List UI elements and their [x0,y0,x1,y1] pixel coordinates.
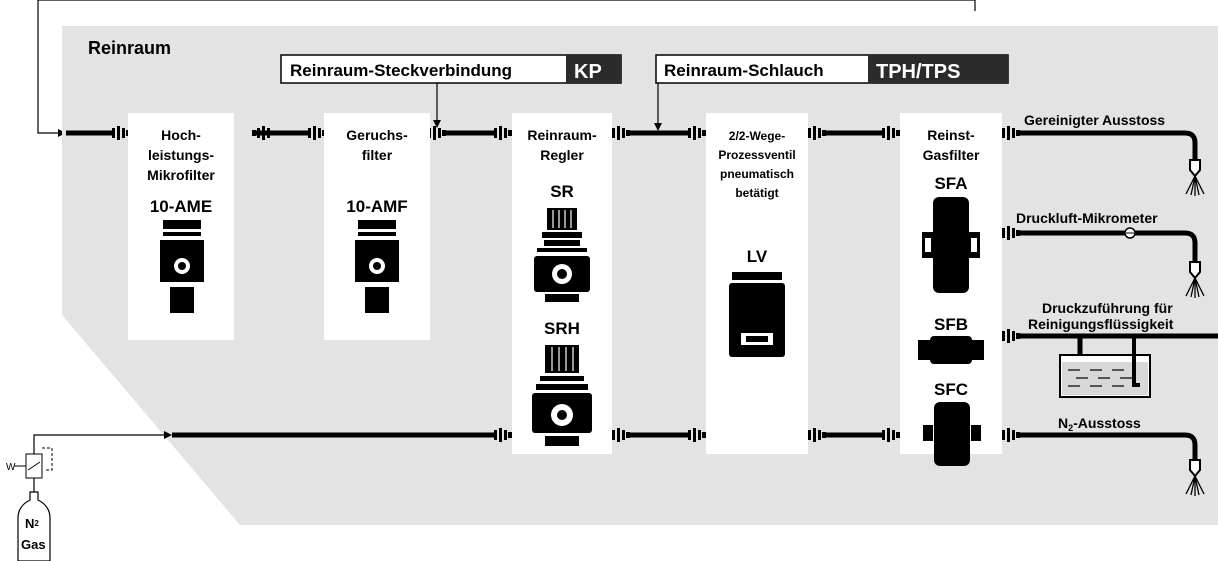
supply-return-line [37,0,60,134]
gas-filter-model-sfc: SFC [934,380,968,399]
connector-callout-text: Reinraum-Steckverbindung [290,61,512,80]
hose-callout: Reinraum-Schlauch TPH/TPS [654,54,1009,131]
valve-label-2: Prozessventil [718,148,795,162]
gas-filter-label-2: Gasfilter [923,147,980,163]
cleaning-fluid-label-2: Reinigungsflüssigkeit [1028,316,1174,332]
valve-label-4: betätigt [735,186,778,200]
microfilter-device-icon [160,220,204,313]
supply-top-line [38,0,976,11]
hose-callout-text: Reinraum-Schlauch [664,61,824,80]
gas-filter-label-1: Reinst- [927,127,975,143]
connector-callout: Reinraum-Steckverbindung KP [280,54,622,128]
cleaned-exhaust-label: Gereinigter Ausstoss [1024,112,1165,128]
srh-regulator-device-icon [532,345,592,446]
odor-filter-label-1: Geruchs- [346,127,408,143]
regulator-model-sr: SR [550,182,574,201]
microfilter-model: 10-AME [150,197,212,216]
top-pipe-line [66,130,1198,160]
connector-callout-code: KP [574,61,602,83]
n2-gas-supply: W N2 Gas [6,447,53,561]
gas-bottle-label: Gas [21,537,46,552]
n2-exhaust-label: N2-Ausstoss [1058,415,1141,433]
regulator-model-srh: SRH [544,319,580,338]
odor-filter-label-2: filter [362,147,393,163]
gas-filter-model-sfa: SFA [934,174,967,193]
regulator-label-2: Regler [540,147,584,163]
sfc-filter-device-icon [923,402,981,466]
regulator-label-1: Reinraum- [527,127,597,143]
cleanroom-area [62,26,1218,525]
cleanroom-label: Reinraum [88,38,171,58]
sfa-filter-device-icon [922,197,980,293]
hose-callout-code: TPH/TPS [876,61,960,83]
gas-bottle-symbol: N2 [25,516,39,531]
micrometer-label: Druckluft-Mikrometer [1016,210,1158,226]
microfilter-label-2: leistungs- [148,147,214,163]
lv-valve-device-icon [729,272,785,357]
odor-filter-model: 10-AMF [346,197,407,216]
valve-model: LV [747,247,768,266]
valve-label-1: 2/2-Wege- [729,129,785,143]
valve-label-3: pneumatisch [720,167,794,181]
cleaning-fluid-label-1: Druckzuführung für [1042,300,1173,316]
bottom-pipe-line [172,230,1218,460]
valve-w-label: W [6,462,16,473]
gas-bottle-icon [17,491,51,561]
sfb-filter-device-icon [918,336,984,364]
microfilter-label-3: Mikrofilter [147,167,215,183]
microfilter-label-1: Hoch- [161,127,201,143]
odor-filter-device-icon [355,220,399,313]
n2-supply-line [33,434,166,470]
gas-filter-model-sfb: SFB [934,315,968,334]
sr-regulator-device-icon [534,208,590,302]
cleaning-fluid-tank-icon [1059,336,1151,398]
